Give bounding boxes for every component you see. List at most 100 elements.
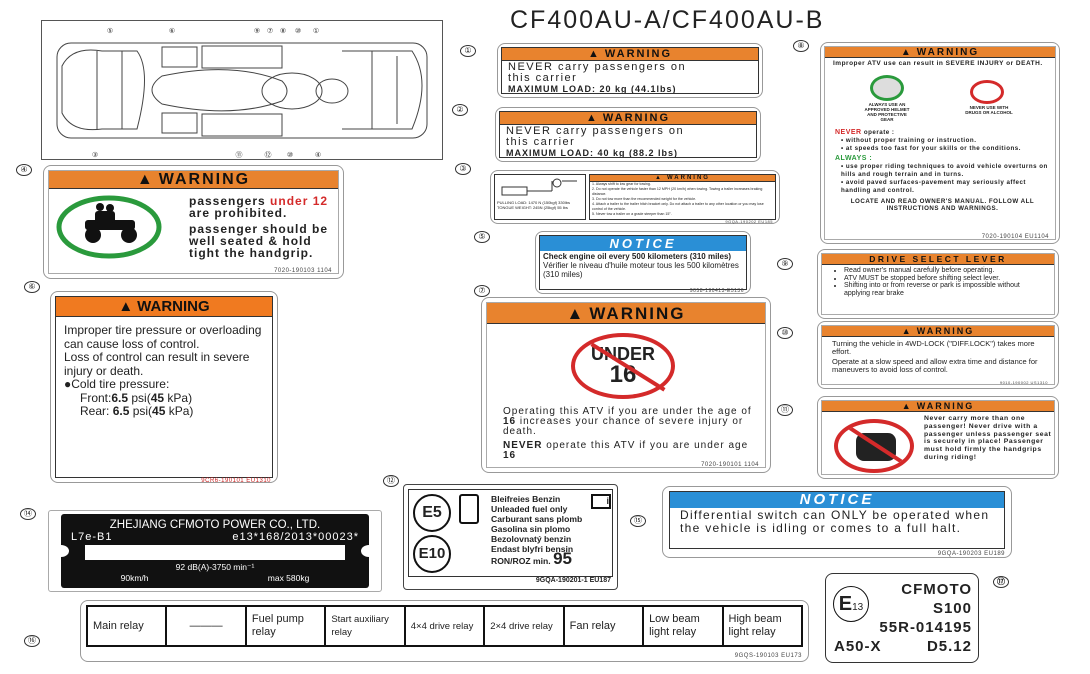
label-text: Loss of control can result in severe inj… (64, 350, 250, 378)
part-code: 9GQA-190201-1 EU187 (535, 577, 611, 584)
fuel-text: Bezolovnatý benzin (491, 534, 572, 544)
no-passengers-icon (834, 419, 914, 473)
part-code: 7020-190101 1104 (701, 462, 759, 468)
warning-triangle-icon: ▲ (901, 326, 913, 336)
text: operate : (861, 129, 895, 136)
callout-2: ② (452, 104, 468, 116)
text: NEVER (503, 440, 543, 451)
list-item: Read owner's manual carefully before ope… (844, 267, 1046, 275)
svg-text:⑪: ⑪ (236, 151, 243, 159)
label-text: Operate at a slow speed and allow extra … (832, 357, 1038, 374)
vin-blank-field (85, 545, 345, 560)
relay-cell: 2×4 drive relay (485, 607, 565, 645)
relay-cell: Low beam light relay (644, 607, 724, 645)
towing-rule: 3. Do not tow more than the recommended … (592, 197, 697, 201)
list-item: use proper riding techniques to avoid ve… (841, 163, 1050, 179)
warning-triangle-icon: ▲ (655, 175, 663, 181)
svg-text:⑩: ⑩ (287, 151, 293, 159)
fuel-text: Unleaded fuel only (491, 504, 568, 514)
passenger-limit-warning-label: ▲WARNING Never carry more than one passe… (817, 396, 1059, 479)
under-text: UNDER (590, 344, 655, 364)
svg-text:⑫: ⑫ (265, 151, 272, 159)
fuel-text: Endast blyfri bensin (491, 544, 574, 554)
helmet-icon (870, 75, 904, 101)
text: operate this ATV if you are under age (542, 440, 749, 451)
text: psi( (129, 404, 153, 418)
fuel-type-label: E5 E10 i Bleifreies Benzin Unleaded fuel… (403, 484, 618, 590)
relay-cell: Fan relay (565, 607, 645, 645)
svg-text:⑥: ⑥ (169, 27, 175, 35)
warning-header: WARNING (137, 298, 210, 315)
label-text: Improper ATV use can result in SEVERE IN… (833, 60, 1043, 67)
part-code: 7020-190103 1104 (274, 268, 332, 274)
towing-rule: 4. Attach a trailer to the trailer hitch… (592, 202, 764, 211)
list-item: Shifting into or from reverse or park is… (844, 282, 1046, 297)
part-code: 9010-190002 US1310 (999, 380, 1048, 385)
warning-header: WARNING (604, 48, 673, 60)
carrier-warning-label-20kg: ▲WARNING NEVER carry passengers on this … (497, 43, 763, 98)
text: 16 (503, 450, 517, 461)
label-text: Differential switch can ONLY be operated… (680, 508, 990, 535)
always-heading: ALWAYS : (835, 155, 873, 162)
age-highlight: under 12 (270, 194, 329, 208)
callout-3: ③ (455, 163, 471, 175)
list-item: at speeds too fast for your skills or th… (841, 145, 1050, 153)
relay-cell: Main relay (88, 607, 168, 645)
label-text: Improper tire pressure or overloading ca… (64, 323, 262, 351)
callout-10: ⑩ (777, 327, 793, 339)
octane-value: 95 (553, 549, 572, 568)
class-text: A50-X (834, 638, 882, 655)
tongue-weight-label: TONGUE WEIGHT: (497, 205, 532, 210)
label-text: Never carry more than one passenger! Nev… (924, 415, 1052, 461)
fuel-text: Gasolina sin plomo (491, 524, 571, 534)
relay-cell: Fuel pump relay (247, 607, 327, 645)
passenger-warning-label: ▲WARNING passengers under 12 are prohibi… (43, 165, 344, 279)
vehicle-category: L7e-B1 (71, 531, 113, 543)
label-text: this carrier (508, 72, 578, 84)
rear-pressure: Rear: 6.5 psi(45 kPa) (64, 404, 264, 419)
callout-6: ⑥ (24, 281, 40, 293)
differential-notice-label: NOTICE Differential switch can ONLY be o… (662, 486, 1012, 558)
warning-header: WARNING (589, 304, 686, 323)
svg-text:⑦: ⑦ (267, 27, 273, 35)
e5-fuel-badge: E5 (413, 494, 451, 532)
value-text: D5.12 (926, 638, 972, 655)
list-item: avoid paved surfaces-pavement may seriou… (841, 179, 1050, 195)
e-mark-badge: E13 (833, 586, 869, 622)
trailer-hitch-icon (501, 178, 577, 196)
text: passengers (189, 194, 271, 208)
callout-5: ⑤ (474, 231, 490, 243)
age-warning-label: ▲WARNING UNDER 16 Operating this ATV if … (481, 297, 771, 473)
passenger-age-rule: passengers under 12 are prohibited. (189, 195, 334, 219)
svg-text:⑧: ⑧ (280, 27, 286, 35)
svg-text:⑨: ⑨ (254, 27, 260, 35)
svg-text:⑩: ⑩ (295, 27, 301, 35)
noise-level: 92 dB(A)-3750 min⁻¹ (175, 562, 255, 572)
text: Operating this ATV if you are under the … (503, 406, 752, 417)
carrier-warning-label-40kg: ▲WARNING NEVER carry passengers on this … (495, 107, 761, 162)
relay-cell: High beam light relay (728, 613, 782, 638)
relay-cell: Start auxiliary relay (326, 607, 406, 645)
callout-9: ⑨ (777, 258, 793, 270)
warning-triangle-icon: ▲ (585, 112, 599, 124)
warning-triangle-icon: ▲ (901, 401, 913, 411)
passenger-seat-rule: passenger should be well seated & hold t… (189, 222, 329, 260)
label-text: this carrier (506, 136, 576, 148)
part-code: 9GQS-190103 EU173 (734, 653, 802, 659)
octane-label: RON/ROZ min. (491, 556, 551, 566)
warning-triangle-icon: ▲ (136, 171, 155, 188)
max-speed: 90km/h (120, 573, 149, 583)
tongue-weight-value: 245N (25kgf) 55 lbs (532, 205, 568, 210)
list-item: ATV MUST be stopped before shifting sele… (844, 275, 1046, 283)
callout-7: ⑦ (474, 285, 490, 297)
warning-triangle-icon: ▲ (118, 298, 134, 315)
part-code: 9058-190413-E5136 (689, 288, 744, 294)
value: 45 (152, 404, 166, 418)
under-16-prohibition-icon: UNDER 16 (571, 333, 675, 399)
callout-16: ⑯ (24, 635, 40, 647)
warning-header: WARNING (916, 326, 975, 336)
text: NEVER (835, 129, 862, 136)
svg-text:③: ③ (92, 151, 98, 159)
